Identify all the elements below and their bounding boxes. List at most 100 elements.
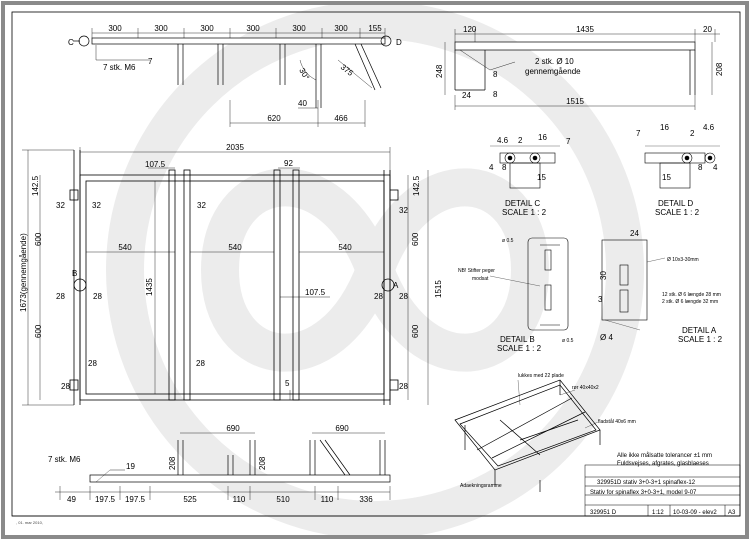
dim-20: 20 bbox=[703, 25, 712, 34]
detail-b-scale: SCALE 1 : 2 bbox=[497, 344, 542, 353]
top-right-view bbox=[444, 29, 720, 110]
detail-b-note-2: modsat bbox=[472, 276, 489, 282]
detail-b-title: DETAIL B bbox=[500, 335, 535, 344]
dim-1515-top: 1515 bbox=[566, 97, 584, 106]
dim-1435-top: 1435 bbox=[576, 25, 594, 34]
dim-248: 248 bbox=[435, 64, 444, 78]
watermark-logo bbox=[106, 1, 644, 539]
dim-600-rb: 600 bbox=[411, 324, 420, 338]
detail-c-dim-3: 16 bbox=[538, 133, 547, 142]
title-block bbox=[12, 464, 741, 517]
detail-a-drawing bbox=[601, 239, 666, 331]
detail-a-title: DETAIL A bbox=[682, 326, 717, 335]
dim-600-lb: 600 bbox=[34, 324, 43, 338]
finish-note: Fuldsvejses, afgrates, glasblaeses bbox=[617, 461, 709, 467]
dim-28-b: 28 bbox=[93, 292, 102, 301]
dim-2035: 2035 bbox=[226, 143, 244, 152]
dim-28-c: 28 bbox=[88, 359, 97, 368]
detail-a-dim-phi10: Ø 10x3-30mm bbox=[667, 257, 699, 263]
tolerance-note: Alle ikke målsatte tolerancer ±1 mm bbox=[617, 452, 712, 459]
title-block-labels: Alle ikke målsatte tolerancer ±1 mm Fuld… bbox=[16, 452, 736, 525]
detail-a-scale: SCALE 1 : 2 bbox=[678, 335, 723, 344]
label-b: B bbox=[72, 269, 77, 278]
detail-d-dim-2: 16 bbox=[660, 123, 669, 132]
detail-c-dim-4: 7 bbox=[566, 137, 571, 146]
dim-142-5-right: 142.5 bbox=[412, 175, 421, 196]
detail-d-dim-7: 4 bbox=[713, 163, 718, 172]
dim-690-a: 690 bbox=[226, 424, 240, 433]
detail-d-title: DETAIL D bbox=[658, 199, 693, 208]
dim-8-b: 8 bbox=[493, 90, 498, 99]
dim-8-a: 8 bbox=[493, 70, 498, 79]
bottom-view-labels: 690 690 7 stk. M6 19 208 208 49 197.5 19… bbox=[48, 424, 373, 504]
detail-c-dim-7: 15 bbox=[537, 173, 546, 182]
dim-28-d: 28 bbox=[61, 382, 70, 391]
dim-197-5-a: 197.5 bbox=[95, 495, 116, 504]
drawing-title-2: Stativ for spinaflex 3+0-3+1, model 9-07 bbox=[590, 490, 697, 496]
hole-note-2: gennemgående bbox=[525, 67, 581, 76]
dim-300-5: 300 bbox=[292, 24, 306, 33]
dim-28-f: 28 bbox=[374, 292, 383, 301]
dim-32-d: 32 bbox=[399, 206, 408, 215]
dim-1673: 1673(gennemgående) bbox=[19, 233, 28, 312]
dim-92: 92 bbox=[284, 159, 293, 168]
dim-24: 24 bbox=[462, 91, 471, 100]
sheet-size: A3 bbox=[728, 510, 736, 516]
dim-540-c: 540 bbox=[338, 243, 352, 252]
drawing-scale: 1:12 bbox=[652, 510, 664, 516]
drawing-title-1: 329951D stativ 3+0-3+1 spinaflex-12 bbox=[597, 480, 696, 486]
dim-300-2: 300 bbox=[154, 24, 168, 33]
part-number: 329951 D bbox=[590, 510, 617, 516]
dim-107-5-top: 107.5 bbox=[145, 160, 166, 169]
dim-690-b: 690 bbox=[335, 424, 349, 433]
dim-155: 155 bbox=[368, 24, 382, 33]
detail-b-phi: ø 0.5 bbox=[502, 238, 514, 244]
iso-note-flat: fladstål 40x6 mm bbox=[598, 418, 636, 425]
dim-28-h: 28 bbox=[399, 382, 408, 391]
detail-d-drawing bbox=[644, 145, 720, 189]
dim-300-3: 300 bbox=[200, 24, 214, 33]
dim-107-5-mid: 107.5 bbox=[305, 288, 326, 297]
dim-600-lt: 600 bbox=[34, 232, 43, 246]
detail-a-dim-24: 24 bbox=[630, 229, 639, 238]
isometric-labels: lukkes med 22 plade rør 40x40x2 fladstål… bbox=[460, 373, 636, 489]
dim-1435-plan: 1435 bbox=[145, 278, 154, 296]
isometric-frame bbox=[454, 379, 601, 492]
dim-28-a: 28 bbox=[56, 292, 65, 301]
note-7stk-bottom: 7 stk. M6 bbox=[48, 455, 81, 464]
bottom-view bbox=[55, 432, 391, 500]
dim-208-b: 208 bbox=[168, 456, 177, 470]
dim-110-a: 110 bbox=[233, 495, 246, 504]
detail-a-note-1: 12 stk. Ø 6 længde 28 mm bbox=[662, 292, 721, 298]
dim-540-a: 540 bbox=[118, 243, 132, 252]
detail-a-note-2: 2 stk. Ø 6 længde 32 mm bbox=[662, 299, 718, 305]
detail-c-dim-6: 8 bbox=[502, 163, 507, 172]
dim-28-g: 28 bbox=[399, 292, 408, 301]
dim-32-c: 32 bbox=[197, 201, 206, 210]
detail-d-dim-4: 4.6 bbox=[703, 123, 715, 132]
dim-336: 336 bbox=[359, 495, 373, 504]
detail-b-drawing bbox=[489, 237, 569, 331]
dim-525: 525 bbox=[183, 495, 197, 504]
iso-note-tube: rør 40x40x2 bbox=[572, 385, 599, 391]
label-d: D bbox=[396, 38, 402, 47]
detail-a-dim-3: 3 bbox=[598, 295, 603, 304]
iso-label-frame: Adaekningsramme bbox=[460, 483, 502, 489]
dim-208-top: 208 bbox=[715, 62, 724, 76]
footer-date: , 01. mar 2010, bbox=[16, 520, 43, 525]
dim-620: 620 bbox=[267, 114, 281, 123]
label-c: C bbox=[68, 38, 74, 47]
dim-540-b: 540 bbox=[228, 243, 242, 252]
iso-note-plate: lukkes med 22 plade bbox=[518, 373, 564, 379]
detail-d-dim-3: 2 bbox=[690, 129, 695, 138]
dim-32-a: 32 bbox=[56, 201, 65, 210]
detail-c-dim-1: 4.6 bbox=[497, 136, 509, 145]
detail-d-dim-6: 8 bbox=[698, 163, 703, 172]
plan-view bbox=[22, 147, 429, 406]
dim-300-6: 300 bbox=[334, 24, 348, 33]
detail-b-note-1: NB! Stifter peger bbox=[458, 268, 495, 274]
dim-1515-plan: 1515 bbox=[434, 280, 443, 298]
hole-note-1: 2 stk. Ø 10 bbox=[535, 57, 574, 66]
